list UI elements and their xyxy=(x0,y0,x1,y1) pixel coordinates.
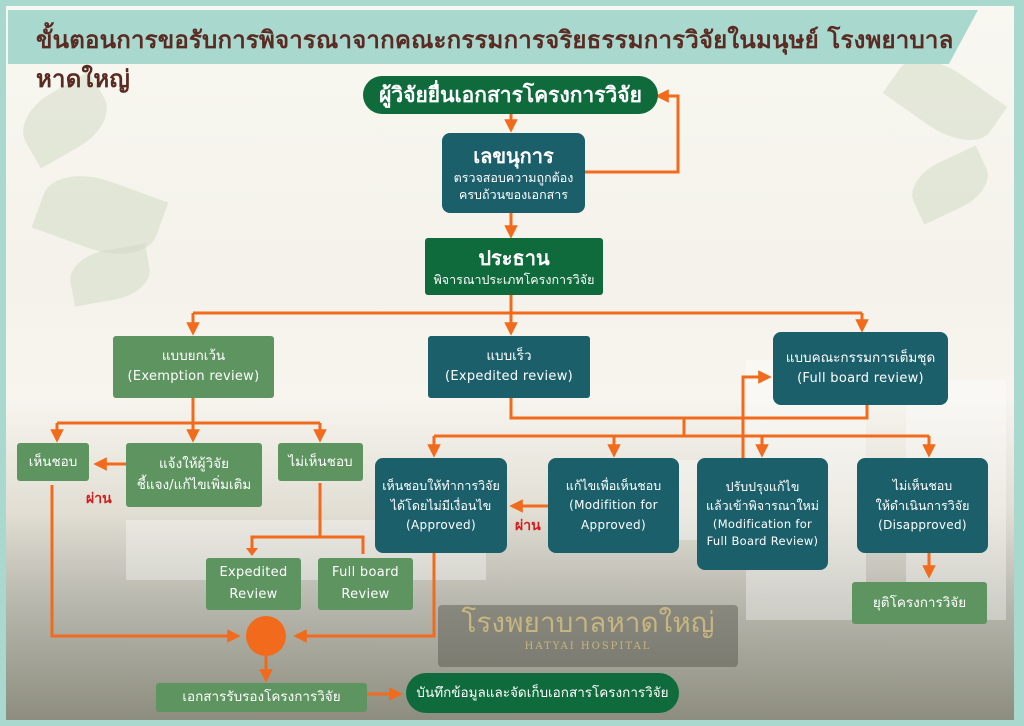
node-terminate-project[interactable]: ยุติโครงการวิจัย xyxy=(852,582,987,624)
line-expedited-fullboard-merge xyxy=(509,397,869,420)
line-decision-branch xyxy=(434,418,929,438)
hospital-sign-thai: โรงพยาบาลหาดใหญ่ xyxy=(461,606,715,639)
node-re-fullboard-line2: Review xyxy=(341,587,390,602)
node-exemption-line2: (Exemption review) xyxy=(127,369,260,385)
node-certificate[interactable]: เอกสารรับรองโครงการวิจัย xyxy=(156,683,367,712)
arrow-secretary-back-to-submit xyxy=(585,89,680,174)
node-disapproved-line3: (Disapproved) xyxy=(878,517,967,532)
node-chairman-line1: พิจารณาประเภทโครงการวิจัย xyxy=(433,271,595,287)
node-secretary-title: เลขนุการ xyxy=(473,143,554,168)
node-researcher-submit[interactable]: ผู้วิจัยยื่นเอกสารโครงการวิจัย xyxy=(363,76,658,114)
node-approved[interactable]: เห็นชอบให้ทำการวิจัย ได้โดยไม่มีเงื่อนไข… xyxy=(375,458,507,553)
node-chairman-title: ประธาน xyxy=(478,245,550,270)
node-modification-approved[interactable]: แก้ไขเพื่อเห็นชอบ (Modifition for Approv… xyxy=(548,458,679,553)
node-expedited-line1: แบบเร็ว xyxy=(486,348,532,365)
hospital-sign-english: HATYAI HOSPITAL xyxy=(524,641,652,652)
pass-label-exemption: ผ่าน xyxy=(86,491,112,507)
node-fullboard-line1: แบบคณะกรรมการเต็มชุด xyxy=(785,349,936,366)
node-researcher-submit-label: ผู้วิจัยยื่นเอกสารโครงการวิจัย xyxy=(379,82,642,107)
node-modification-fullboard-line4: Full Board Review) xyxy=(706,534,819,549)
node-fullboard-line2: (Full board review) xyxy=(797,370,924,386)
node-expedited-line2: (Expedited review) xyxy=(444,369,574,385)
node-modification-approved-line1: แก้ไขเพื่อเห็นชอบ xyxy=(565,478,662,494)
node-archive-label: บันทึกข้อมูลและจัดเก็บเอกสารโครงการวิจัย xyxy=(416,684,669,701)
node-re-expedited-review[interactable]: Expedited Review xyxy=(206,558,301,610)
node-approved-line3: (Approved) xyxy=(406,517,476,532)
line-disapprove-to-rereview xyxy=(250,483,365,554)
node-certificate-label: เอกสารรับรองโครงการวิจัย xyxy=(182,689,341,706)
node-modification-approved-line3: Approved) xyxy=(581,517,646,532)
node-exemption-line1: แบบยกเว้น xyxy=(161,348,226,365)
node-approved-line2: ได้โดยไม่มีเงื่อนไข xyxy=(390,497,492,513)
node-modification-fullboard[interactable]: ปรับปรุงแก้ไข แล้วเข้าพิจารณาใหม่ (Modif… xyxy=(697,458,828,570)
node-modification-fullboard-line1: ปรับปรุงแก้ไข xyxy=(725,478,800,494)
node-exemption-approve-label: เห็นชอบ xyxy=(28,453,78,470)
node-exemption-disapprove[interactable]: ไม่เห็นชอบ xyxy=(278,443,363,481)
arrow-ex-approve-to-hub xyxy=(50,485,241,643)
node-disapproved-line1: ไม่เห็นชอบ xyxy=(892,477,953,493)
page-title: ขั้นตอนการขอรับการพิจารณาจากคณะกรรมการจร… xyxy=(36,26,954,93)
line-chair-branch xyxy=(193,294,862,315)
node-approved-line1: เห็นชอบให้ทำการวิจัย xyxy=(382,477,500,493)
node-re-expedited-line1: Expedited xyxy=(219,564,288,580)
line-exemption-branch xyxy=(57,398,320,425)
node-exemption-clarify-line1: แจ้งให้ผู้วิจัย xyxy=(158,456,229,473)
node-exemption-clarify-line2: ชี้แจง/แก้ไขเพิ่มเติม xyxy=(136,477,252,493)
arrow-approved-to-hub xyxy=(293,527,436,643)
title-banner xyxy=(8,10,978,64)
node-modification-approved-line2: (Modifition for xyxy=(569,498,658,513)
node-re-expedited-line2: Review xyxy=(229,587,278,602)
node-expedited-review[interactable]: แบบเร็ว (Expedited review) xyxy=(428,336,590,398)
arrow-rereview-exp-head xyxy=(246,548,258,556)
merge-hub xyxy=(246,616,286,656)
node-re-fullboard-review[interactable]: Full board Review xyxy=(318,558,413,610)
node-modification-fullboard-line3: (Modification for xyxy=(712,516,813,531)
arrow-mod-fullboard-loop xyxy=(741,370,772,460)
node-exemption-clarify[interactable]: แจ้งให้ผู้วิจัย ชี้แจง/แก้ไขเพิ่มเติม xyxy=(126,443,262,507)
node-terminate-label: ยุติโครงการวิจัย xyxy=(872,594,967,611)
pass-label-modification: ผ่าน xyxy=(515,518,541,534)
node-chairman[interactable]: ประธาน พิจารณาประเภทโครงการวิจัย xyxy=(425,238,603,295)
node-disapproved-line2: ให้ดำเนินการวิจัย xyxy=(875,497,970,513)
node-re-fullboard-line1: Full board xyxy=(332,564,399,580)
node-archive[interactable]: บันทึกข้อมูลและจัดเก็บเอกสารโครงการวิจัย xyxy=(406,673,679,713)
node-modification-fullboard-line2: แล้วเข้าพิจารณาใหม่ xyxy=(705,498,820,514)
node-disapproved[interactable]: ไม่เห็นชอบ ให้ดำเนินการวิจัย (Disapprove… xyxy=(857,458,988,553)
node-fullboard-review[interactable]: แบบคณะกรรมการเต็มชุด (Full board review) xyxy=(773,332,948,405)
node-secretary[interactable]: เลขนุการ ตรวจสอบความถูกต้อง ครบถ้วนของเอ… xyxy=(442,133,585,213)
node-secretary-line2: ครบถ้วนของเอกสาร xyxy=(458,186,568,202)
node-exemption-approve[interactable]: เห็นชอบ xyxy=(17,443,89,481)
hospital-sign: โรงพยาบาลหาดใหญ่ HATYAI HOSPITAL xyxy=(438,605,738,667)
node-exemption-review[interactable]: แบบยกเว้น (Exemption review) xyxy=(113,336,274,398)
node-secretary-line1: ตรวจสอบความถูกต้อง xyxy=(453,169,574,185)
node-exemption-disapprove-label: ไม่เห็นชอบ xyxy=(288,453,353,470)
